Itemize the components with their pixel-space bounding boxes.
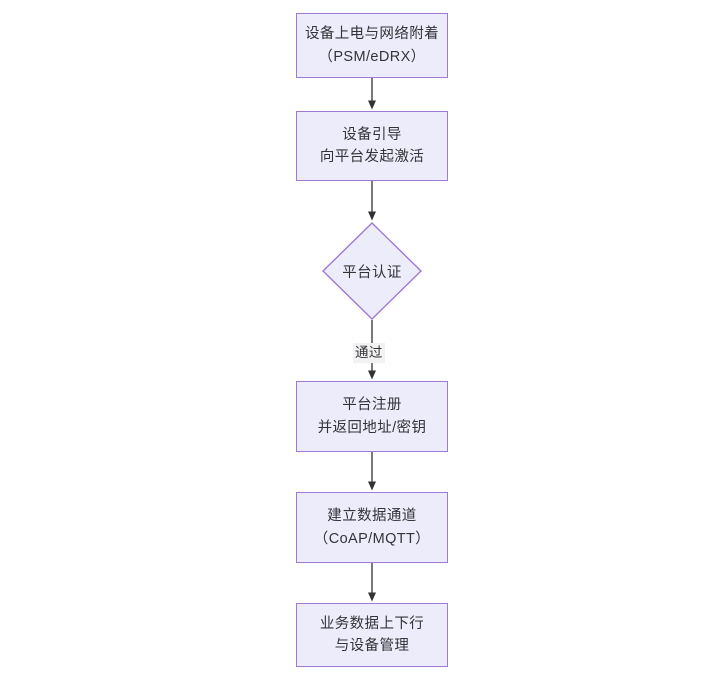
node-platform-register-line-1: 平台注册 (342, 397, 402, 414)
node-bootstrap-line-1: 设备引导 (342, 126, 402, 143)
node-data-channel-line-2: （CoAP/MQTT） (313, 530, 431, 547)
node-data-channel[interactable]: 建立数据通道 （CoAP/MQTT） (296, 492, 448, 563)
node-platform-auth[interactable]: 平台认证 (322, 222, 422, 320)
node-power-on-line-2: （PSM/eDRX） (318, 48, 426, 65)
diamond-shape (322, 222, 422, 320)
node-power-on-line-1: 设备上电与网络附着 (304, 26, 440, 43)
node-service-data-line-1: 业务数据上下行 (319, 615, 425, 632)
node-power-on[interactable]: 设备上电与网络附着 （PSM/eDRX） (296, 13, 448, 78)
edge-label-pass: 通过 (353, 343, 385, 363)
node-service-data-line-2: 与设备管理 (334, 638, 410, 654)
node-service-data[interactable]: 业务数据上下行 与设备管理 (296, 603, 448, 667)
node-bootstrap-line-2: 向平台发起激活 (319, 149, 425, 165)
node-bootstrap[interactable]: 设备引导 向平台发起激活 (296, 111, 448, 181)
node-data-channel-line-1: 建立数据通道 (327, 508, 417, 525)
node-platform-register[interactable]: 平台注册 并返回地址/密钥 (296, 381, 448, 452)
node-platform-auth-label: 平台认证 (342, 264, 402, 281)
node-platform-register-line-2: 并返回地址/密钥 (317, 419, 427, 436)
